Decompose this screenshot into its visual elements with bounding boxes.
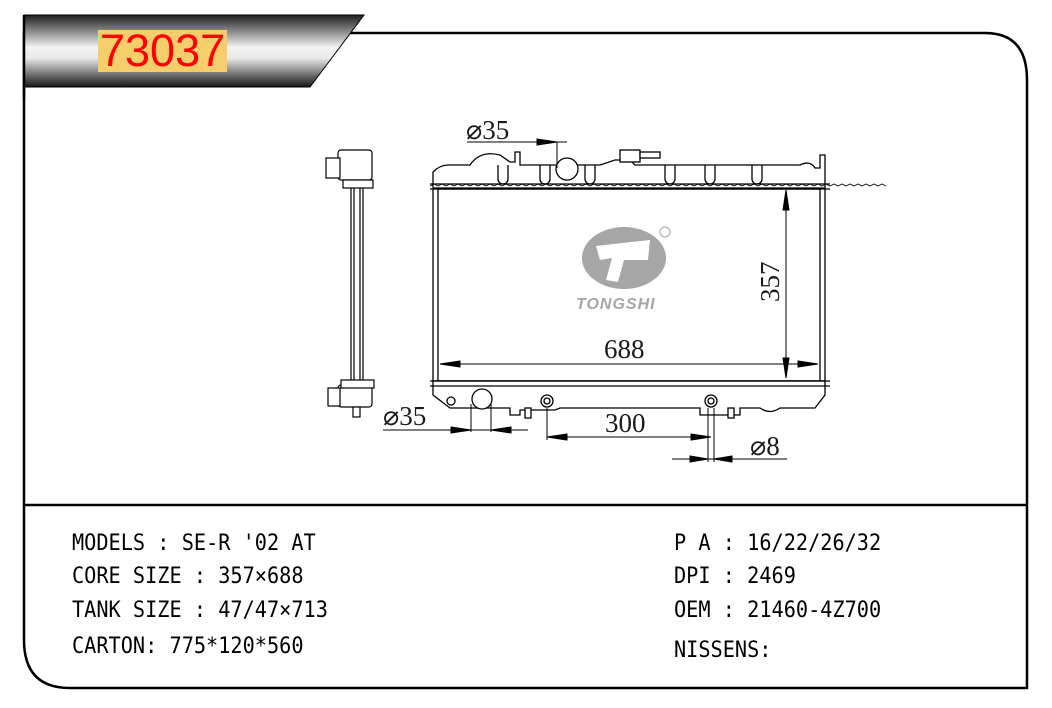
radiator-front-view: [429, 149, 887, 419]
tongshi-logo-icon: [582, 226, 671, 289]
spec-carton: CARTON: 775*120*560: [72, 634, 304, 659]
side-view: [325, 149, 375, 418]
dimension-lines: [383, 138, 819, 463]
outlet-offset-label: 300: [605, 408, 646, 438]
part-number: 73037: [98, 25, 228, 76]
outlet-diameter-label: ⌀35: [383, 401, 427, 431]
spec-pa: P A : 16/22/26/32: [674, 531, 882, 556]
spec-core-size: CORE SIZE : 357×688: [72, 564, 304, 589]
inlet-diameter-label: ⌀35: [466, 115, 510, 145]
core-width-label: 688: [604, 334, 645, 364]
spec-nissens: NISSENS:: [674, 638, 772, 663]
drain-diameter-label: ⌀8: [750, 431, 780, 461]
spec-dpi: DPI : 2469: [674, 564, 796, 589]
brand-logo-text: TONGSHI: [576, 296, 656, 313]
spec-tank-size: TANK SIZE : 47/47×713: [72, 598, 328, 623]
spec-models: MODELS : SE-R '02 AT: [72, 531, 316, 556]
core-height-label: 357: [755, 261, 785, 303]
spec-oem: OEM : 21460-4Z700: [674, 598, 882, 623]
